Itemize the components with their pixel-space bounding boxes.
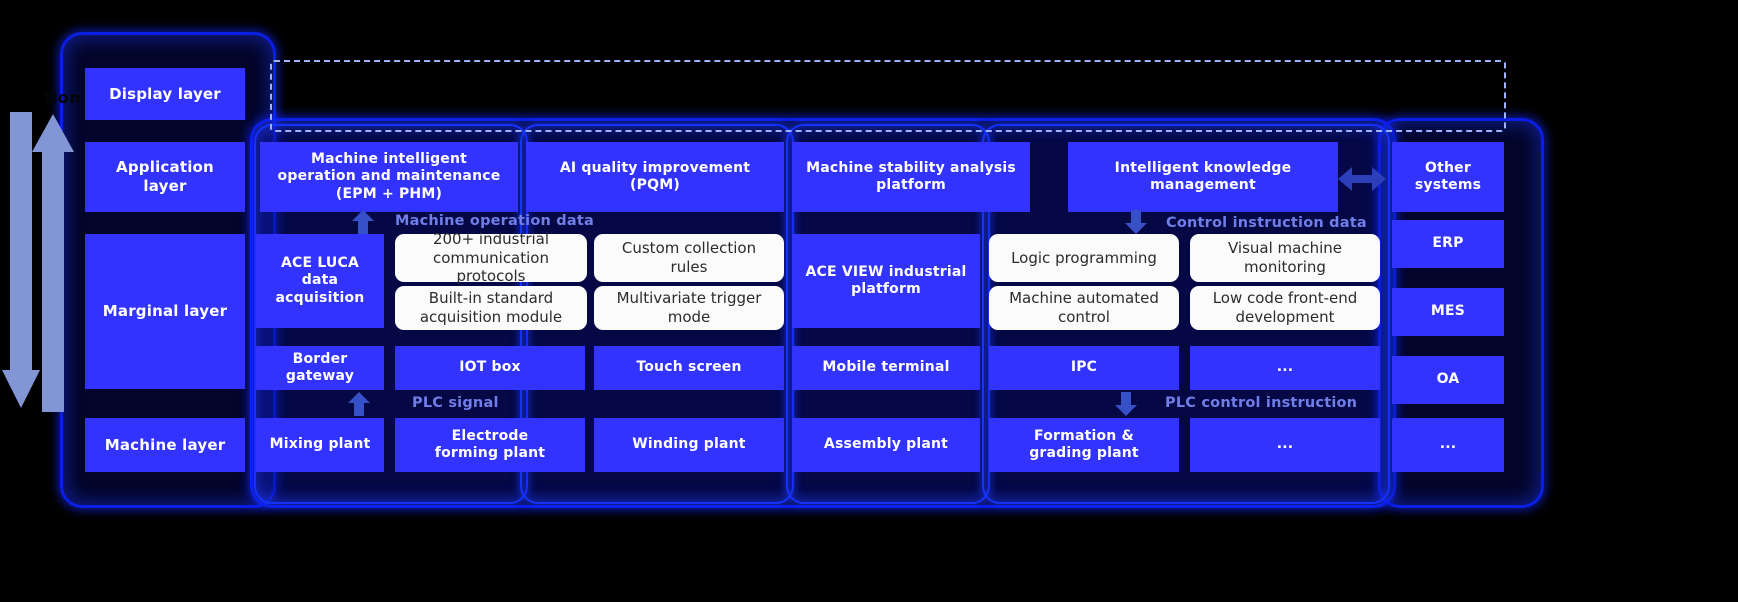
upward-flow-arrow <box>32 114 74 412</box>
layer-label-marginal: Marginal layer <box>85 234 245 389</box>
device-ipc[interactable]: IPC <box>989 346 1179 390</box>
marginal-cell-low-code-front-end-development[interactable]: Low code front-end development <box>1190 286 1380 330</box>
app-item-machine-intelligent-ops[interactable]: Machine intelligent operation and mainte… <box>260 142 518 212</box>
marginal-cell-multivariate-trigger-mode[interactable]: Multivariate trigger mode <box>594 286 784 330</box>
upward-mini-arrow-machine-operation <box>352 210 374 234</box>
machine-item-electrode-forming-plant[interactable]: Electrode forming plant <box>395 418 585 472</box>
app-item-intelligent-knowledge-management[interactable]: Intelligent knowledge management <box>1068 142 1338 212</box>
app-item-other-systems[interactable]: Other systems <box>1392 142 1504 212</box>
cut-off-side-label: tion <box>44 88 81 107</box>
marginal-right-item-mes[interactable]: MES <box>1392 288 1504 336</box>
layer-label-application: Application layer <box>85 142 245 212</box>
marginal-cell-industrial-protocols[interactable]: 200+ industrial communication protocols <box>395 230 587 285</box>
marginal-right-item-erp[interactable]: ERP <box>1392 220 1504 268</box>
marginal-cell-custom-collection-rules[interactable]: Custom collection rules <box>594 234 784 282</box>
marginal-platform-ace-view[interactable]: ACE VIEW industrial platform <box>792 234 980 328</box>
device-touch-screen[interactable]: Touch screen <box>594 346 784 390</box>
app-item-machine-stability-analysis[interactable]: Machine stability analysis platform <box>792 142 1030 212</box>
device-border-gateway[interactable]: Border gateway <box>256 346 384 390</box>
layer-label-machine: Machine layer <box>85 418 245 472</box>
flow-label-control-instruction-data: Control instruction data <box>1166 215 1367 231</box>
marginal-cell-logic-programming[interactable]: Logic programming <box>989 234 1179 282</box>
marginal-right-item-oa[interactable]: OA <box>1392 356 1504 404</box>
machine-item-mixing-plant[interactable]: Mixing plant <box>256 418 384 472</box>
marginal-cell-machine-automated-control[interactable]: Machine automated control <box>989 286 1179 330</box>
downward-mini-arrow-plc-control <box>1115 392 1137 416</box>
machine-item-formation-grading-plant[interactable]: Formation & grading plant <box>989 418 1179 472</box>
bidirectional-link-arrow <box>1338 167 1386 191</box>
device-mobile-terminal[interactable]: Mobile terminal <box>792 346 980 390</box>
machine-item-more[interactable]: ... <box>1190 418 1380 472</box>
marginal-cell-builtin-standard-module[interactable]: Built-in standard acquisition module <box>395 286 587 330</box>
display-layer-dashed-container <box>270 60 1506 132</box>
flow-label-machine-operation-data: Machine operation data <box>395 213 594 229</box>
flow-label-plc-control-instruction: PLC control instruction <box>1165 395 1358 411</box>
downward-mini-arrow-control-instruction <box>1125 210 1147 234</box>
marginal-cell-visual-machine-monitoring[interactable]: Visual machine monitoring <box>1190 234 1380 282</box>
downward-flow-arrow <box>2 112 40 408</box>
device-more[interactable]: ... <box>1190 346 1380 390</box>
machine-item-winding-plant[interactable]: Winding plant <box>594 418 784 472</box>
app-item-ai-quality-improvement[interactable]: AI quality improvement (PQM) <box>526 142 784 212</box>
marginal-platform-ace-luca[interactable]: ACE LUCA data acquisition <box>256 234 384 328</box>
flow-label-plc-signal: PLC signal <box>412 395 499 411</box>
machine-right-item-more[interactable]: ... <box>1392 418 1504 472</box>
machine-item-assembly-plant[interactable]: Assembly plant <box>792 418 980 472</box>
upward-mini-arrow-plc-signal <box>348 392 370 416</box>
device-iot-box[interactable]: IOT box <box>395 346 585 390</box>
layer-label-display: Display layer <box>85 68 245 120</box>
